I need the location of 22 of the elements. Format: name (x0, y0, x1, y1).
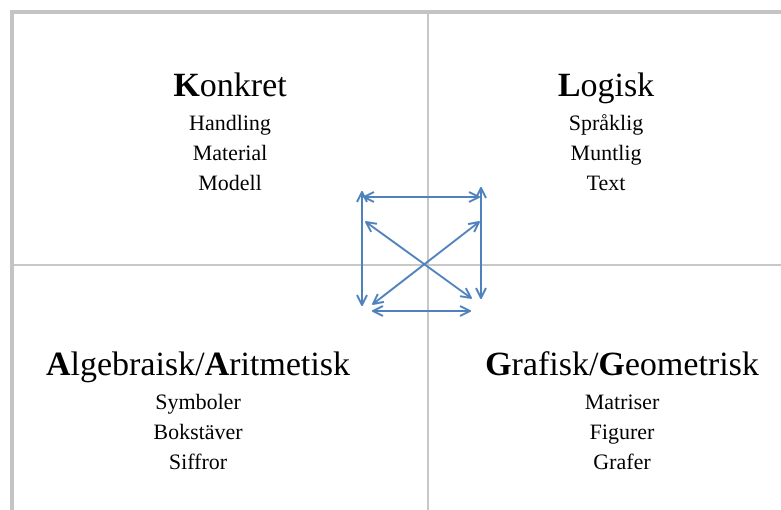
category-item: Grafer (593, 448, 651, 476)
double-arrow (365, 221, 472, 299)
double-arrow (372, 221, 480, 305)
category-item: Muntlig (570, 139, 642, 167)
category-item: Siffror (168, 448, 228, 476)
category-item: Modell (198, 169, 262, 197)
double-arrow (363, 191, 480, 203)
category-item: Material (192, 139, 268, 167)
category-item: Handling (189, 109, 271, 137)
category-heading: Grafisk/Geometrisk (485, 345, 759, 385)
category-item: Symboler (155, 388, 241, 416)
category-heading: Konkret (173, 66, 287, 106)
double-arrow (356, 191, 368, 306)
category-heading: Algebraisk/Aritmetisk (46, 345, 350, 385)
category-item: Bokstäver (153, 418, 243, 446)
category-heading: Logisk (558, 66, 654, 106)
double-arrow (372, 305, 471, 317)
double-arrow (475, 187, 487, 299)
category-item: Språklig (568, 109, 644, 137)
category-item: Matriser (584, 388, 660, 416)
category-item: Figurer (590, 418, 654, 446)
category-item: Text (586, 169, 626, 197)
